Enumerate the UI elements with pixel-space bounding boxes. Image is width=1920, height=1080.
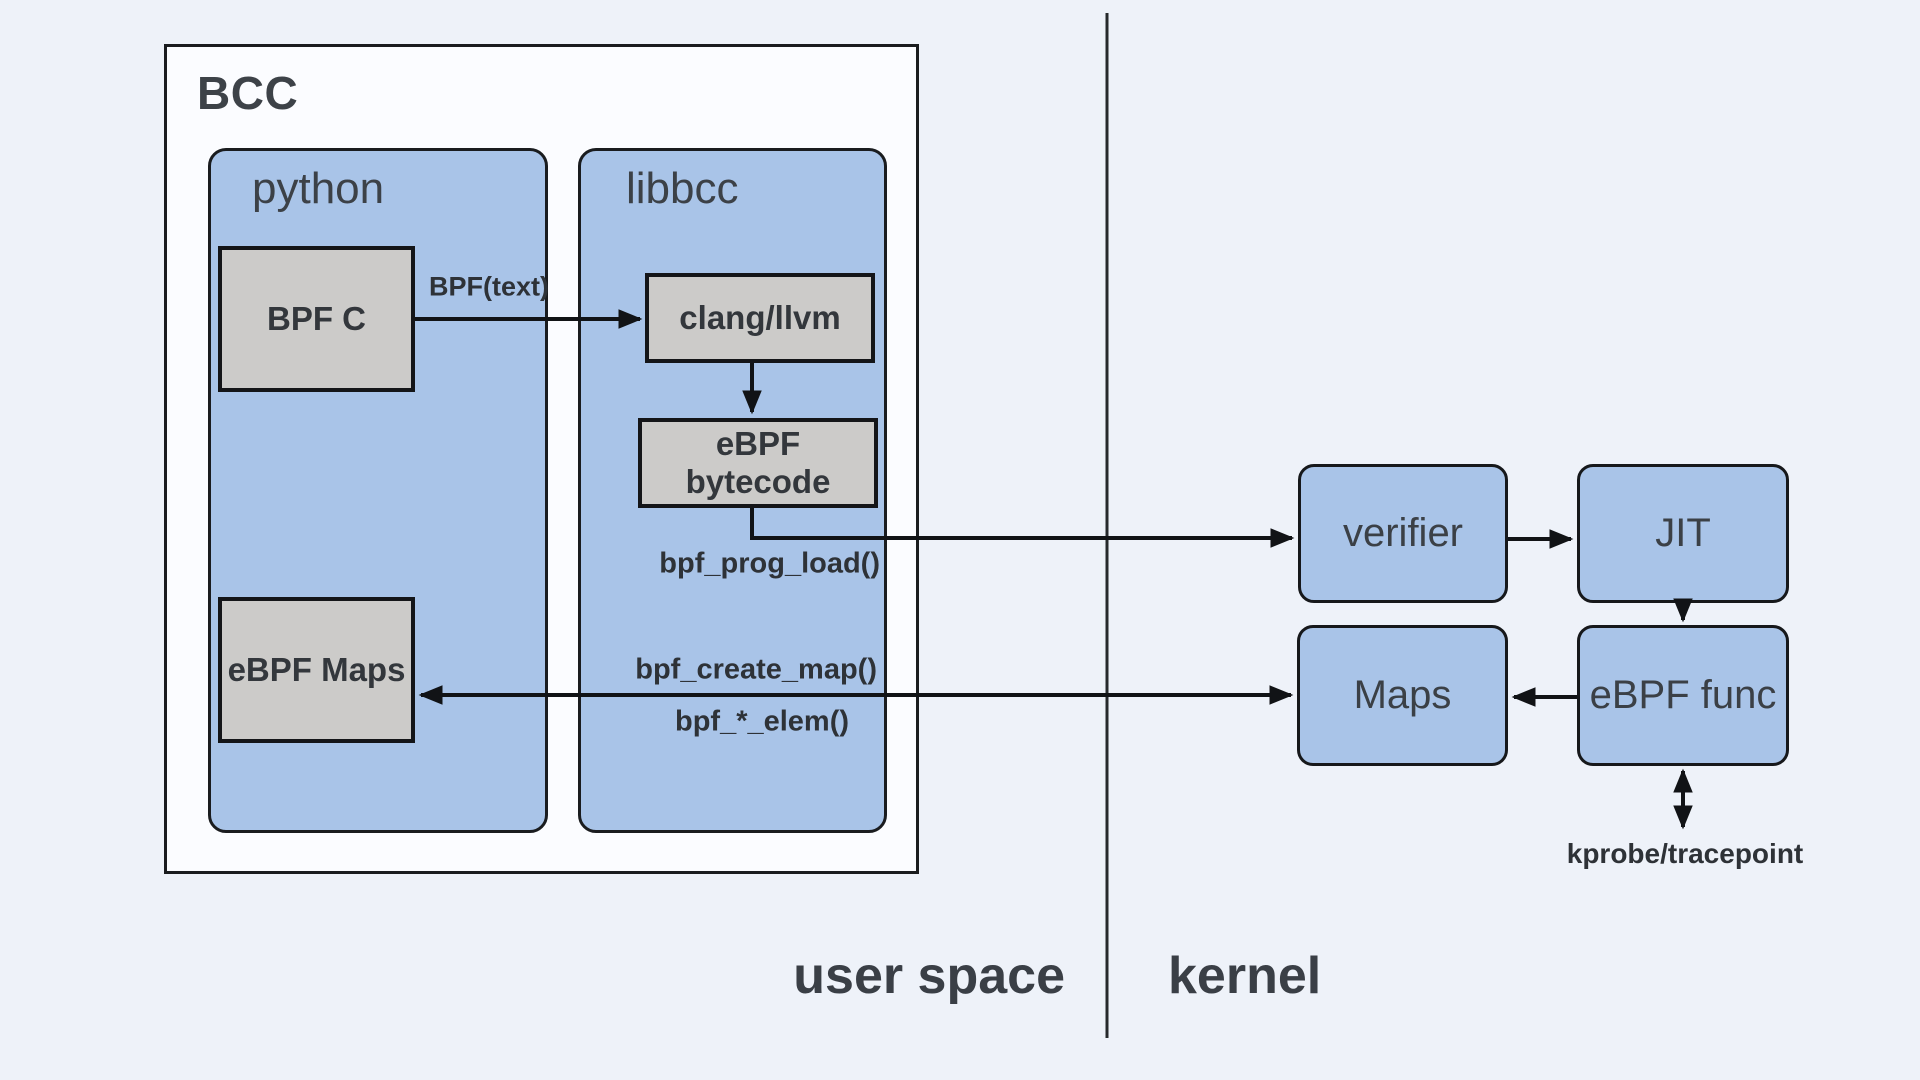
edge-label-bpf-create-map: bpf_create_map() (635, 653, 877, 686)
node-maps-label: Maps (1353, 673, 1452, 717)
node-bpf-c: BPF C (218, 246, 415, 392)
node-ebpf-maps: eBPF Maps (218, 597, 415, 743)
node-ebpf-func-label: eBPF func (1589, 673, 1777, 717)
bcc-title: BCC (197, 67, 299, 119)
edge-label-bpf-elem: bpf_*_elem() (674, 705, 850, 738)
node-jit: JIT (1577, 464, 1789, 603)
region-label-kernel: kernel (1168, 947, 1322, 1005)
node-ebpf-bytecode: eBPF bytecode (638, 418, 878, 508)
node-jit-label: JIT (1655, 511, 1711, 555)
node-ebpf-maps-label: eBPF Maps (227, 651, 406, 688)
node-clang-llvm-label: clang/llvm (679, 299, 841, 336)
node-ebpf-bytecode-label: eBPF bytecode (685, 425, 831, 500)
node-ebpf-func: eBPF func (1577, 625, 1789, 766)
libbcc-group-title: libbcc (626, 164, 739, 213)
node-maps: Maps (1297, 625, 1508, 766)
python-group-title: python (252, 164, 385, 213)
edge-label-bpf-text: BPF(text) (429, 271, 549, 302)
region-label-user-space: user space (793, 947, 1065, 1005)
node-clang-llvm: clang/llvm (645, 273, 875, 363)
node-verifier: verifier (1298, 464, 1508, 603)
node-verifier-label: verifier (1342, 511, 1464, 555)
edge-label-bpf-prog-load: bpf_prog_load() (659, 547, 880, 580)
edge-label-kprobe-tracepoint: kprobe/tracepoint (1566, 838, 1804, 869)
node-bpf-c-label: BPF C (267, 300, 366, 337)
